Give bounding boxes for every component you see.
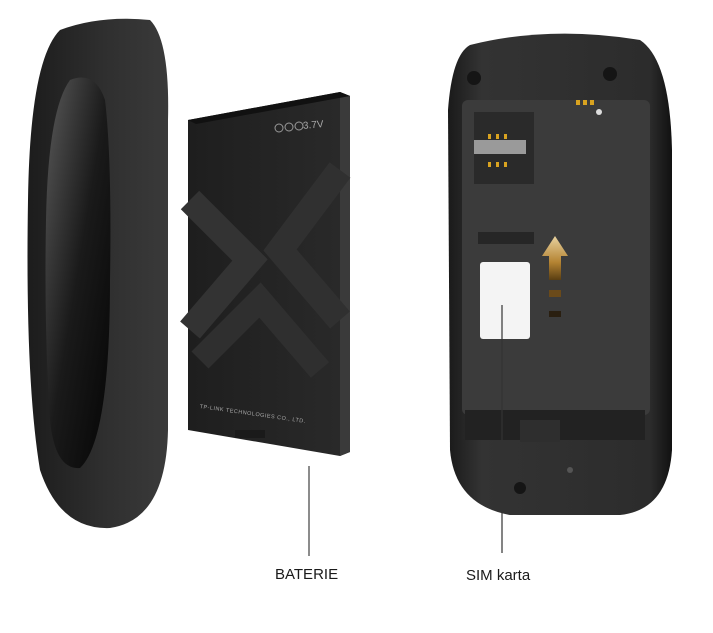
insert-arrow-icon (542, 236, 568, 317)
sim-card-label: SIM karta (466, 567, 531, 584)
battery-label: BATERIE (275, 566, 339, 583)
sim-card (480, 262, 530, 339)
battery-voltage-marking: 3.7V (302, 119, 325, 132)
battery (180, 92, 351, 456)
back-cover (27, 18, 169, 529)
sim-slot (474, 112, 534, 244)
battery-contacts (576, 100, 602, 115)
